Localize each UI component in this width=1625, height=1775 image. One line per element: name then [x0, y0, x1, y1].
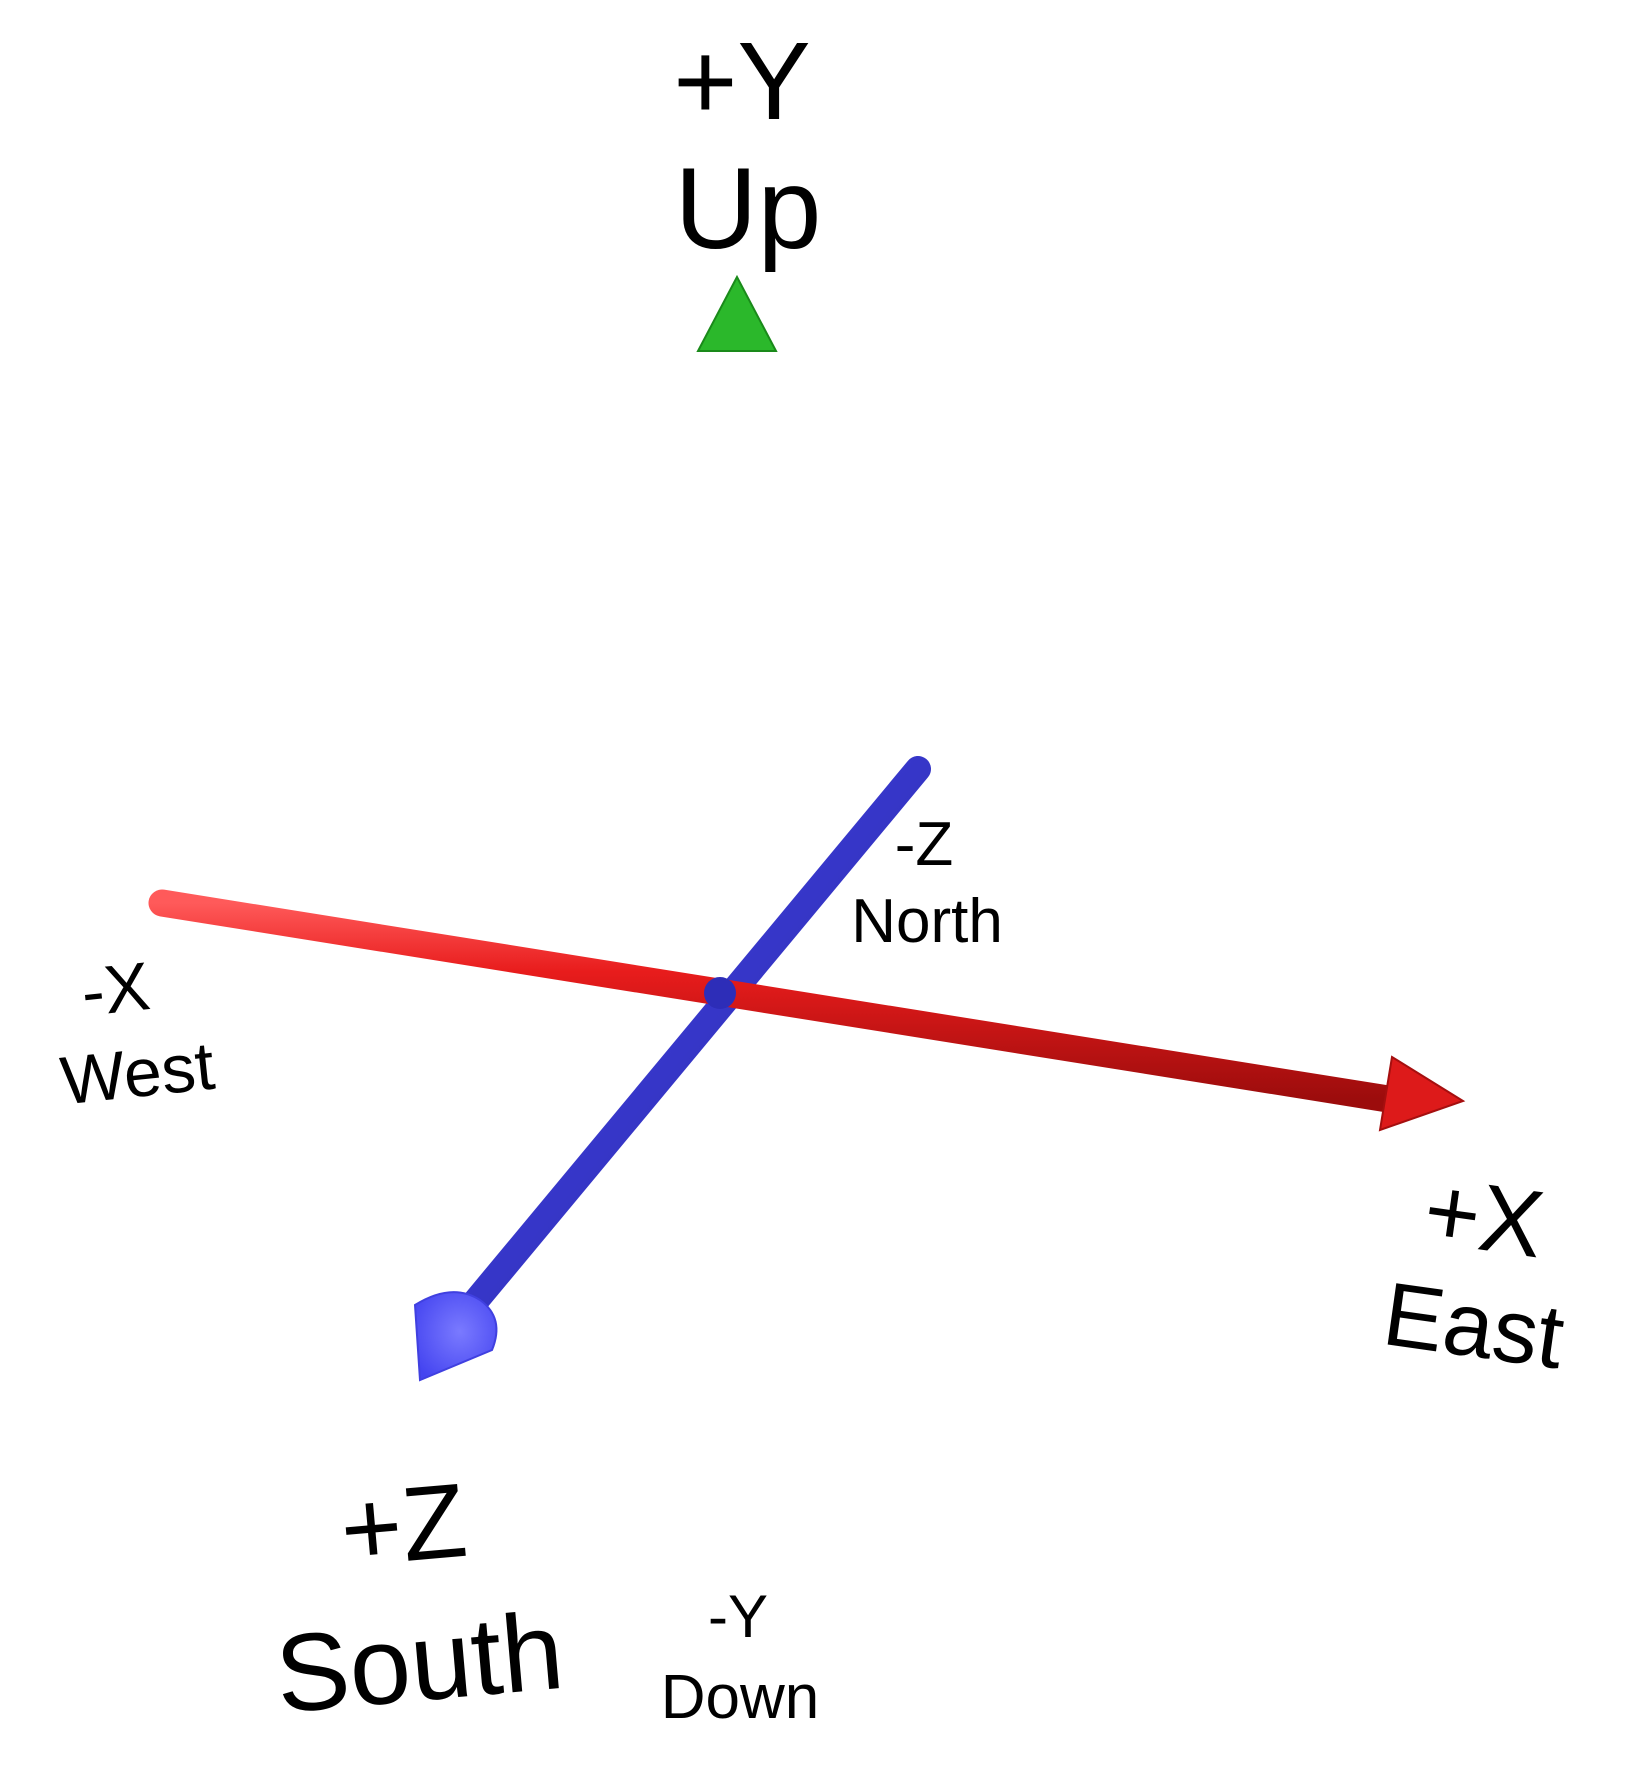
z-axis-arrowhead: [413, 1291, 498, 1382]
positive-x-direction-label: East: [1378, 1264, 1570, 1388]
negative-x-sign-label: -X: [78, 948, 154, 1031]
y-axis-arrowhead: [696, 274, 778, 352]
positive-z-direction-label: South: [271, 1589, 568, 1737]
negative-z-sign-label: -Z: [895, 810, 954, 879]
negative-y-direction-label: Down: [661, 1663, 820, 1732]
z-axis-shaft: [457, 756, 931, 1321]
x-axis-shaft: [148, 889, 1402, 1113]
positive-y-direction-label: Up: [674, 145, 821, 273]
origin-point: [704, 977, 736, 1009]
positive-x-sign-label: +X: [1418, 1157, 1550, 1279]
negative-x-direction-label: West: [57, 1028, 218, 1120]
negative-y-sign-label: -Y: [708, 1583, 768, 1650]
positive-y-sign-label: +Y: [673, 20, 811, 143]
positive-z-sign-label: +Z: [336, 1462, 471, 1589]
x-axis-arrowhead: [1378, 1055, 1466, 1132]
negative-z-direction-label: North: [851, 887, 1003, 956]
